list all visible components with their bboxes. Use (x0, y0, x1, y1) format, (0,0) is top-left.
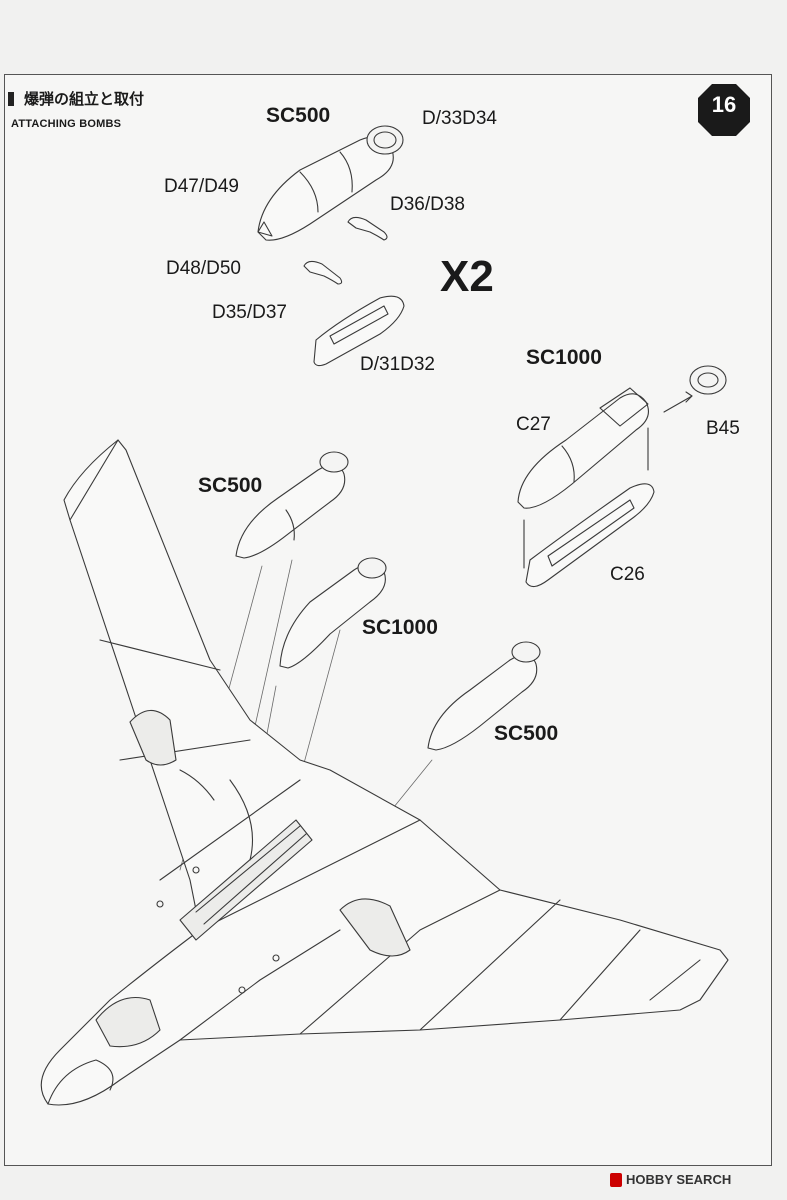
label-d47-d49: D47/D49 (164, 176, 239, 197)
label-c27: C27 (516, 414, 551, 435)
sc500-bomb-left (235, 451, 349, 559)
label-d35-d37: D35/D37 (212, 302, 287, 323)
hobby-search-logo-icon (610, 1173, 622, 1187)
label-sc500-right: SC500 (494, 722, 559, 745)
watermark: HOBBY SEARCH (626, 1172, 732, 1187)
label-d36-d38: D36/D38 (390, 194, 465, 215)
label-sc500-left: SC500 (198, 474, 263, 497)
sc1000-bomb-middle (279, 557, 387, 669)
step-title-english: ATTACHING BOMBS (11, 118, 122, 130)
label-sc1000-middle: SC1000 (362, 616, 438, 639)
cradle-c26 (525, 483, 655, 588)
sc500-bomb-right (427, 641, 541, 751)
nose-ring-b45 (689, 365, 727, 395)
label-d31-d32: D/31D32 (360, 354, 435, 375)
label-d33-d34: D/33D34 (422, 108, 497, 129)
label-sc500-top: SC500 (266, 104, 331, 127)
label-d48-d50: D48/D50 (166, 258, 241, 279)
tail-fin-d35-d37 (303, 260, 343, 285)
tail-fin-d36-d38 (347, 216, 388, 241)
step-title-japanese: 爆弾の組立と取付 (24, 90, 145, 108)
label-sc1000-right: SC1000 (526, 346, 602, 369)
bomb-cradle-d31-d32 (313, 295, 405, 367)
title-marker (8, 92, 14, 106)
label-c26: C26 (610, 564, 645, 585)
sc500-bomb-exploded-top (257, 125, 404, 241)
assembly-arrow-b45 (663, 395, 693, 413)
label-b45: B45 (706, 418, 740, 439)
aircraft-flying-wing (40, 439, 729, 1106)
quantity-multiplier: X2 (440, 252, 494, 301)
sc1000-bomb-exploded (517, 387, 649, 509)
step-number-badge (698, 84, 750, 136)
step-number: 16 (711, 92, 737, 117)
